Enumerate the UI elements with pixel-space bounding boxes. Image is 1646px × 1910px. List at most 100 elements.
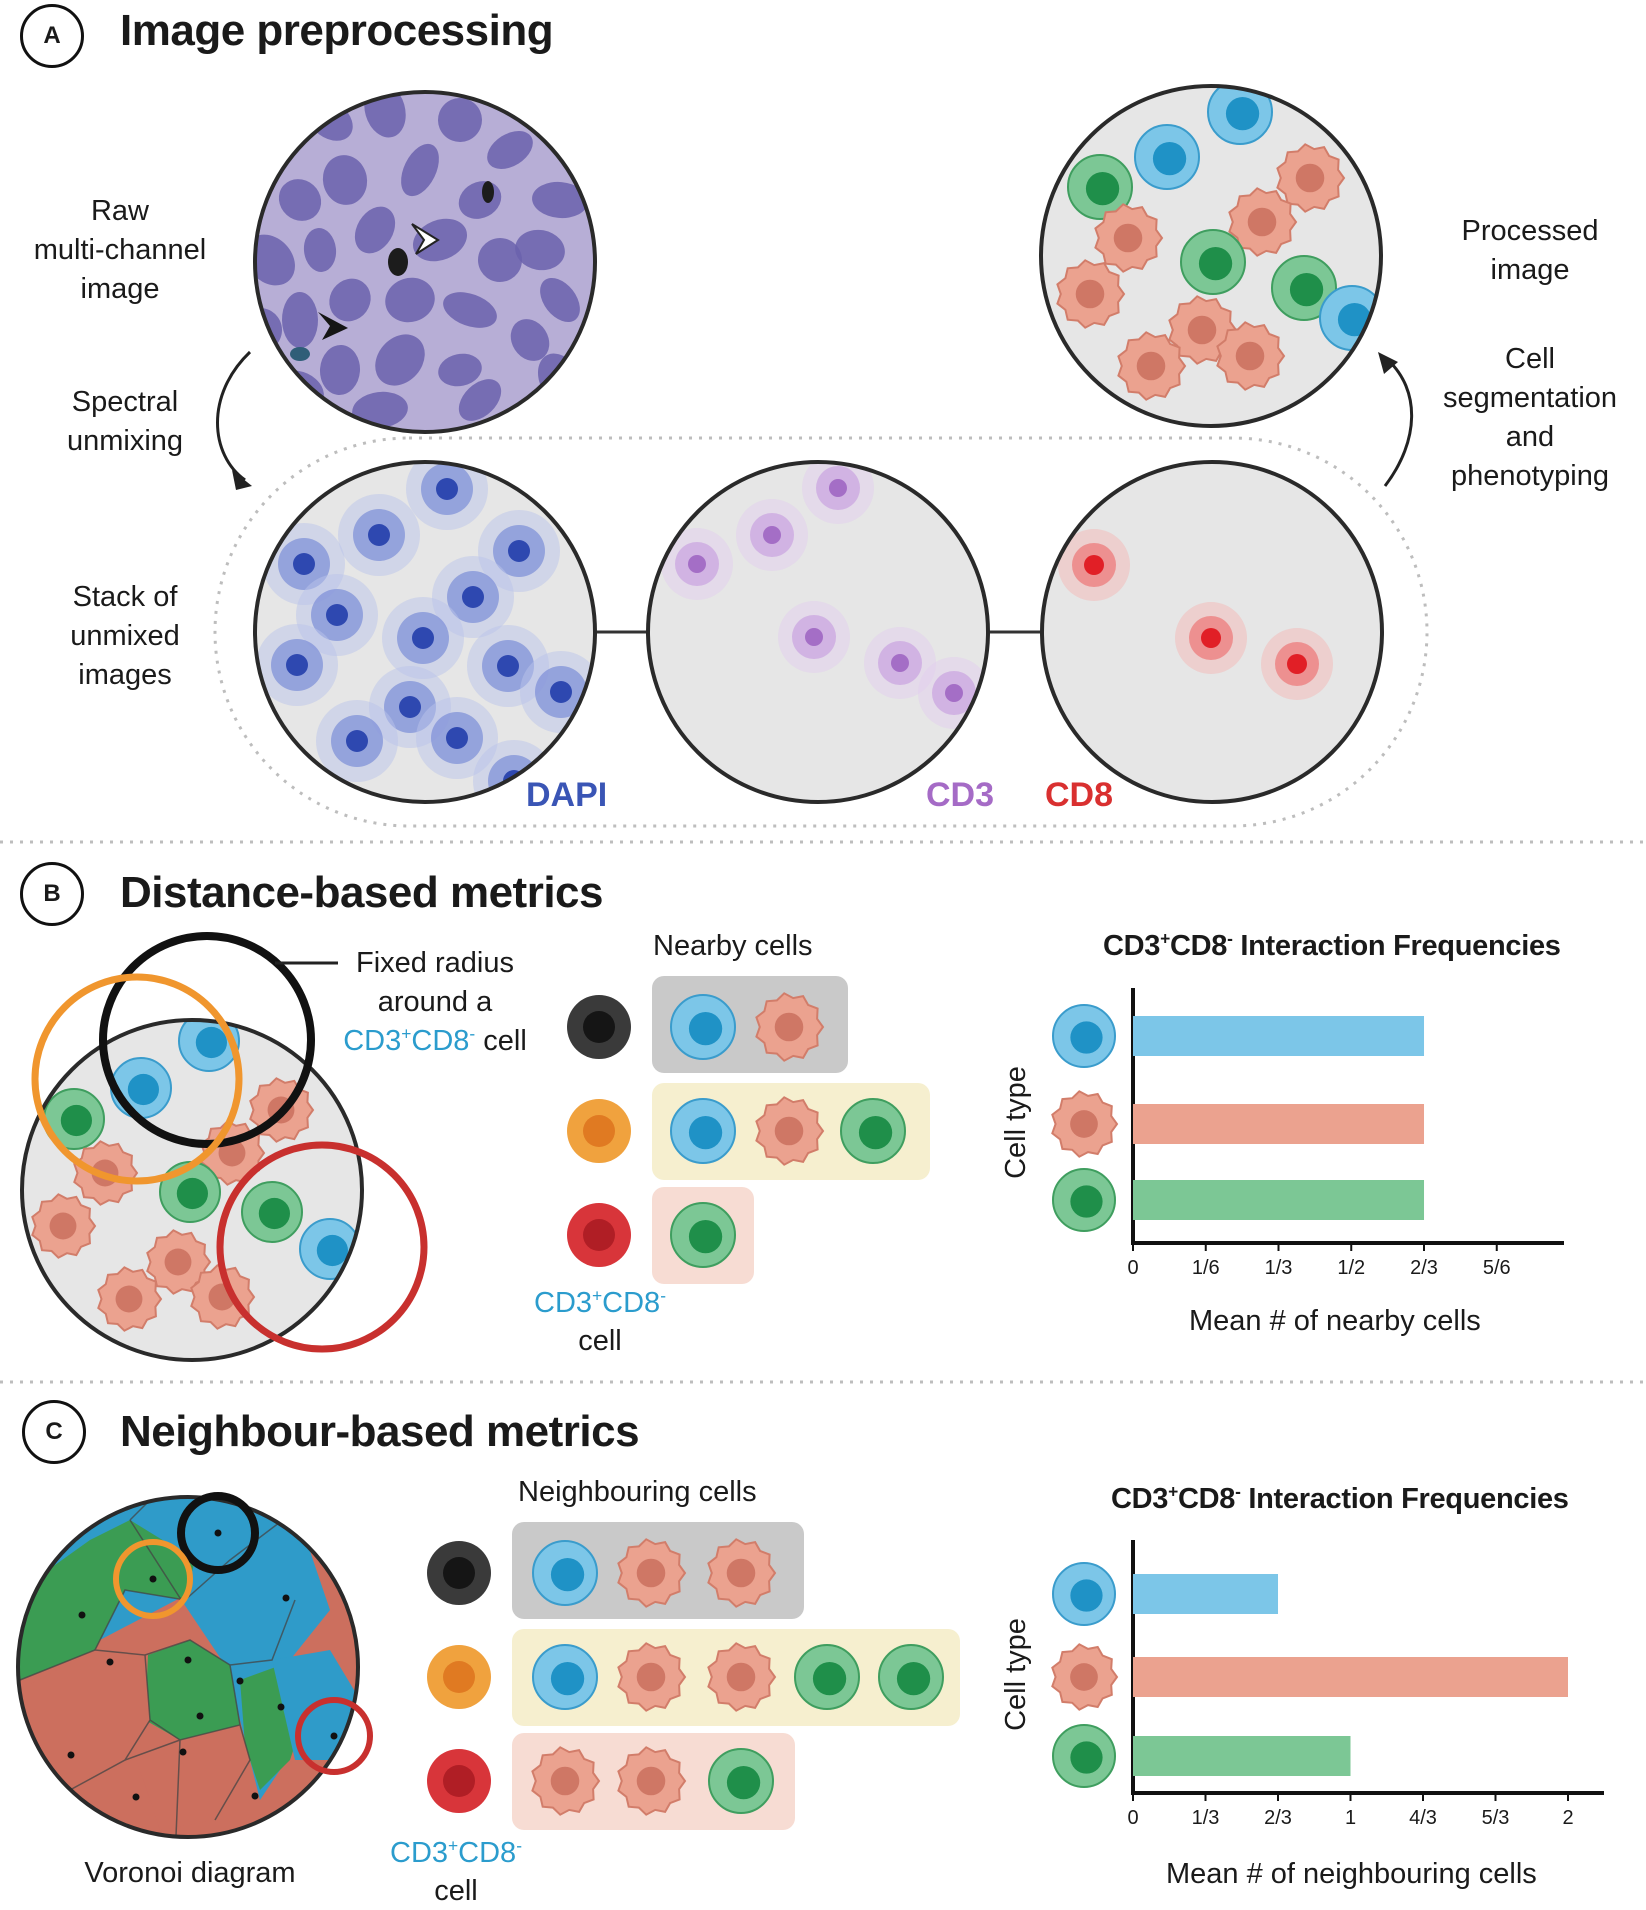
nucleus	[354, 206, 396, 254]
nearby-cells-header: Nearby cells	[653, 930, 813, 962]
x-tick-label: 0	[1127, 1257, 1139, 1279]
red-cell-icon	[617, 1746, 687, 1816]
voronoi-seed	[330, 1732, 338, 1740]
radius-circle-black	[99, 932, 315, 1148]
stained-nucleus	[661, 528, 733, 600]
x-tick-label: 2/3	[1264, 1807, 1292, 1829]
reference-cell-black	[427, 1541, 491, 1605]
green-cell-icon	[241, 1181, 303, 1243]
section-a	[213, 84, 1429, 828]
y-category-red-cell-icon	[1051, 1643, 1119, 1711]
chart-b-title: CD3+CD8- Interaction Frequencies	[1103, 928, 1561, 962]
nucleus	[443, 292, 497, 328]
nucleus	[303, 228, 337, 272]
red-cell-icon	[1228, 187, 1298, 257]
dapi-channel-image	[253, 460, 597, 804]
bar-red	[1133, 1657, 1568, 1697]
voronoi-label: Voronoi diagram	[84, 1857, 296, 1889]
stained-nucleus	[1261, 628, 1333, 700]
x-tick-label: 1/2	[1337, 1257, 1366, 1279]
red-cell-icon	[97, 1266, 163, 1332]
blue-cell-icon	[532, 1644, 598, 1710]
voronoi-seed	[236, 1677, 244, 1685]
nucleus	[385, 277, 435, 323]
red-cell-icon	[707, 1642, 777, 1712]
cd8-label: CD8	[1045, 776, 1114, 814]
nucleus	[281, 292, 319, 348]
y-category-blue-cell-icon	[1052, 1562, 1116, 1626]
green-cell-icon	[794, 1644, 860, 1710]
reference-cell-orange	[567, 1099, 631, 1163]
bar-red	[1133, 1104, 1425, 1144]
nucleus	[510, 319, 550, 361]
x-tick-label: 1/6	[1191, 1257, 1220, 1279]
nucleus	[375, 334, 425, 386]
reference-cell-caption-b: CD3+CD8- cell	[534, 1285, 666, 1357]
nucleus	[352, 391, 408, 429]
stained-nucleus	[864, 627, 936, 699]
blue-cell-icon	[1134, 124, 1200, 190]
nucleus	[401, 143, 439, 197]
red-cell-icon	[1056, 259, 1126, 329]
chart-c-title: CD3+CD8- Interaction Frequencies	[1111, 1481, 1569, 1515]
stained-nucleus	[256, 624, 338, 706]
section-a-title: Image preprocessing	[120, 6, 554, 55]
voronoi-seed	[251, 1792, 259, 1800]
stained-nucleus	[802, 462, 874, 524]
chart-c	[1051, 1540, 1604, 1801]
stack-outline	[213, 436, 1429, 828]
nucleus	[437, 98, 482, 142]
voronoi-diagram	[16, 1495, 360, 1839]
stained-nucleus	[316, 700, 398, 782]
blue-cell-icon	[110, 1057, 172, 1119]
dapi-label: DAPI	[526, 776, 608, 814]
y-category-red-cell-icon	[1051, 1090, 1119, 1158]
red-cell-icon	[1216, 321, 1286, 391]
stained-nucleus	[736, 499, 808, 571]
y-category-green-cell-icon	[1052, 1724, 1116, 1788]
nucleus	[515, 229, 565, 271]
selector-circle-black	[177, 1492, 259, 1574]
x-tick-label: 0	[1127, 1807, 1139, 1829]
red-cell-icon	[1117, 331, 1187, 401]
red-cell-icon	[617, 1538, 687, 1608]
reference-cell-red	[427, 1749, 491, 1813]
bar-blue	[1133, 1574, 1279, 1614]
green-cell-icon	[878, 1644, 944, 1710]
red-cell-icon	[755, 1096, 825, 1166]
unmixing-arrow-icon	[216, 350, 252, 482]
y-category-blue-cell-icon	[1052, 1004, 1116, 1068]
raw-multichannel-image	[253, 90, 597, 434]
y-category-green-cell-icon	[1052, 1168, 1116, 1232]
stained-nucleus	[1175, 602, 1247, 674]
x-tick-label: 4/3	[1409, 1807, 1437, 1829]
nucleus	[278, 179, 322, 221]
red-cell-icon	[617, 1642, 687, 1712]
green-cell-icon	[708, 1748, 774, 1814]
radius-circle-red	[216, 1141, 428, 1353]
dark-nucleus	[290, 347, 310, 361]
chart-b-x-label: Mean # of nearby cells	[1189, 1305, 1481, 1337]
stained-nucleus	[382, 597, 464, 679]
voronoi-seed	[214, 1529, 222, 1537]
cd3-channel-image	[646, 460, 990, 804]
bar-green	[1133, 1736, 1351, 1776]
x-tick-label: 1	[1344, 1807, 1357, 1829]
stained-nucleus	[918, 657, 988, 729]
radius-circle-orange	[31, 973, 243, 1185]
green-cell-icon	[43, 1088, 105, 1150]
cd8-channel-image	[1040, 460, 1384, 804]
green-cell-icon	[159, 1161, 221, 1223]
voronoi-seed	[196, 1712, 204, 1720]
dark-nucleus	[388, 248, 408, 276]
reference-cell-red	[567, 1203, 631, 1267]
voronoi-seed	[282, 1594, 290, 1602]
red-cell-icon	[707, 1538, 777, 1608]
x-tick-label: 2/3	[1410, 1257, 1438, 1279]
white-arrowhead-icon	[411, 223, 440, 255]
